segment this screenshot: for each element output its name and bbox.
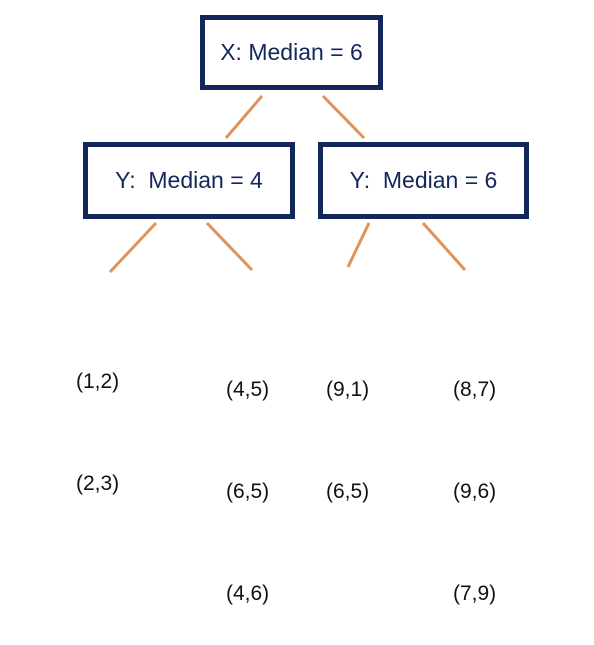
leaf-node-1: (1,2) (2,3) bbox=[76, 297, 119, 535]
right-child-label: Y: Median = 6 bbox=[349, 167, 498, 193]
root-node-label: X: Median = 6 bbox=[220, 39, 363, 65]
left-child-node: Y: Median = 4 bbox=[83, 142, 295, 219]
edge-right-leaf-4 bbox=[421, 222, 467, 271]
leaf-node-3: (9,1) (6,5) bbox=[326, 305, 369, 543]
left-child-label: Y: Median = 4 bbox=[115, 167, 263, 193]
edge-root-left bbox=[224, 95, 264, 139]
leaf-point: (7,9) bbox=[453, 582, 497, 605]
leaf-point: (1,2) bbox=[76, 370, 120, 393]
edge-left-leaf-1 bbox=[108, 221, 158, 274]
leaf-point: (4,5) bbox=[226, 378, 270, 401]
leaf-point: (4,6) bbox=[226, 582, 270, 605]
leaf-point: (9,6) bbox=[453, 480, 497, 503]
root-node: X: Median = 6 bbox=[200, 15, 383, 90]
leaf-point: (8,7) bbox=[453, 378, 497, 401]
edge-root-right bbox=[321, 94, 366, 140]
leaf-point: (6,5) bbox=[226, 480, 270, 503]
edge-left-leaf-2 bbox=[205, 221, 254, 272]
right-child-node: Y: Median = 6 bbox=[318, 142, 529, 219]
leaf-node-4: (8,7) (9,6) (7,9) bbox=[453, 305, 496, 645]
leaf-point: (2,3) bbox=[76, 472, 120, 495]
leaf-point: (6,5) bbox=[326, 480, 370, 503]
tree-edges bbox=[108, 94, 467, 274]
edge-right-leaf-3 bbox=[346, 222, 371, 268]
leaf-node-2: (4,5) (6,5) (4,6) bbox=[226, 305, 269, 645]
leaf-point: (9,1) bbox=[326, 378, 370, 401]
